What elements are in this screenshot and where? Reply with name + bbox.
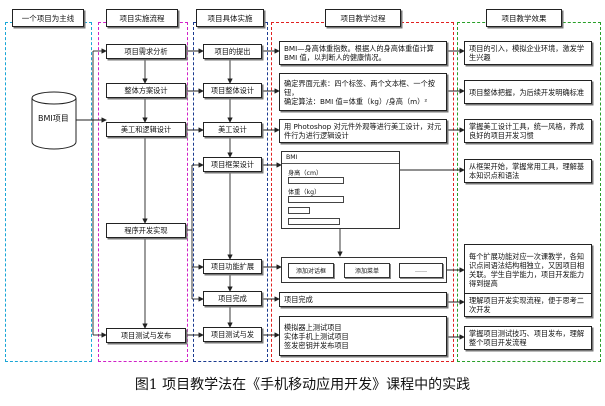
effect-6: 理解项目开发实现流程，便于思考二次开发 — [464, 293, 592, 317]
effect-5: 每个扩展功能对应一次课教学，各知识点间语法结构相独立，又因项目相关联。学生自学能… — [464, 244, 592, 296]
teaching-design-elements: 确定界面元素：四个标签、两个文本框、一个按钮， — [284, 78, 435, 97]
lane-1-header: 一个项目为主线 — [12, 9, 84, 27]
mockup-title: BMI — [286, 154, 298, 161]
teaching-test-1: 模拟器上测试项目 — [284, 322, 342, 332]
impl-step-5: 项目功能扩展 — [203, 259, 262, 274]
process-step-3: 美工和逻辑设计 — [106, 122, 186, 137]
teaching-test: 模拟器上测试项目 实体手机上测试项目 签发密钥并发布项目 — [279, 316, 447, 356]
figure-caption: 图1 项目教学法在《手机移动应用开发》课程中的实践 — [134, 377, 471, 393]
teaching-art: 用 Photoshop 对元件外观等进行美工设计，对元件行为进行逻辑设计 — [279, 119, 447, 143]
impl-step-6: 项目完成 — [203, 291, 262, 306]
lane-5-header: 项目教学效果 — [486, 9, 562, 27]
teaching-test-3: 签发密钥并发布项目 — [284, 340, 349, 350]
teaching-design-algorithm: 确定算法：BMI 值=体重（kg）/身高（m）² — [284, 96, 428, 106]
mockup-title-rule — [282, 163, 399, 164]
impl-step-3: 美工设计 — [203, 122, 262, 137]
teaching-design: 确定界面元素：四个标签、两个文本框、一个按钮， 确定算法：BMI 值=体重（kg… — [279, 73, 447, 111]
impl-step-7: 项目测试与发 — [203, 327, 262, 342]
effect-1: 项目的引入，模拟企业环境，激发学生兴趣 — [464, 41, 592, 65]
mockup-height-label: 身高（cm） — [288, 170, 323, 177]
process-step-2: 整体方案设计 — [106, 83, 186, 98]
database-cylinder — [31, 91, 77, 150]
teaching-complete: 项目完成 — [279, 292, 447, 307]
process-step-1: 项目需求分析 — [106, 44, 186, 59]
teaching-intro: BMI—身高体重指数。根据人的身高体重值计算 BMI 值，以判断人的健康情况。 — [279, 41, 447, 65]
effect-3: 掌握美工设计工具，统一风格，养成良好的项目开发习惯 — [464, 119, 592, 143]
cylinder-label: BMI项目 — [38, 114, 69, 123]
effect-7: 掌握项目测试技巧、项目发布，理解整个项目开发流程 — [464, 326, 592, 350]
mockup-weight-field — [288, 196, 344, 203]
impl-step-1: 项目的提出 — [203, 44, 262, 59]
lane-4-header: 项目教学过程 — [325, 9, 401, 27]
mockup-height-field — [288, 177, 344, 184]
impl-step-2: 项目整体设计 — [203, 83, 262, 98]
mockup-more-button: …… — [399, 263, 443, 278]
mockup-result-field — [288, 218, 340, 225]
lane-3-header: 项目具体实施 — [196, 9, 264, 27]
process-step-4: 程序开发实现 — [106, 223, 186, 238]
extension-panel: 添加对话框 添加菜单 …… — [281, 257, 447, 283]
mockup-add-dialog-button: 添加对话框 — [288, 263, 334, 278]
bmi-app-mockup: BMI 身高（cm） 体重（kg） — [281, 151, 400, 229]
effect-2: 项目整体把握，为后续开发明确标准 — [464, 80, 592, 104]
mockup-add-menu-button: 添加菜单 — [344, 263, 390, 278]
impl-step-4: 项目框架设计 — [203, 157, 262, 172]
effect-4: 从框架开始，掌握常用工具，理解基本知识点和语法 — [464, 159, 592, 183]
mockup-button — [288, 207, 310, 214]
teaching-test-2: 实体手机上测试项目 — [284, 331, 349, 341]
lane-2-header: 项目实施流程 — [106, 9, 178, 27]
mockup-weight-label: 体重（kg） — [288, 189, 321, 196]
process-step-5: 项目测试与发布 — [106, 328, 186, 343]
